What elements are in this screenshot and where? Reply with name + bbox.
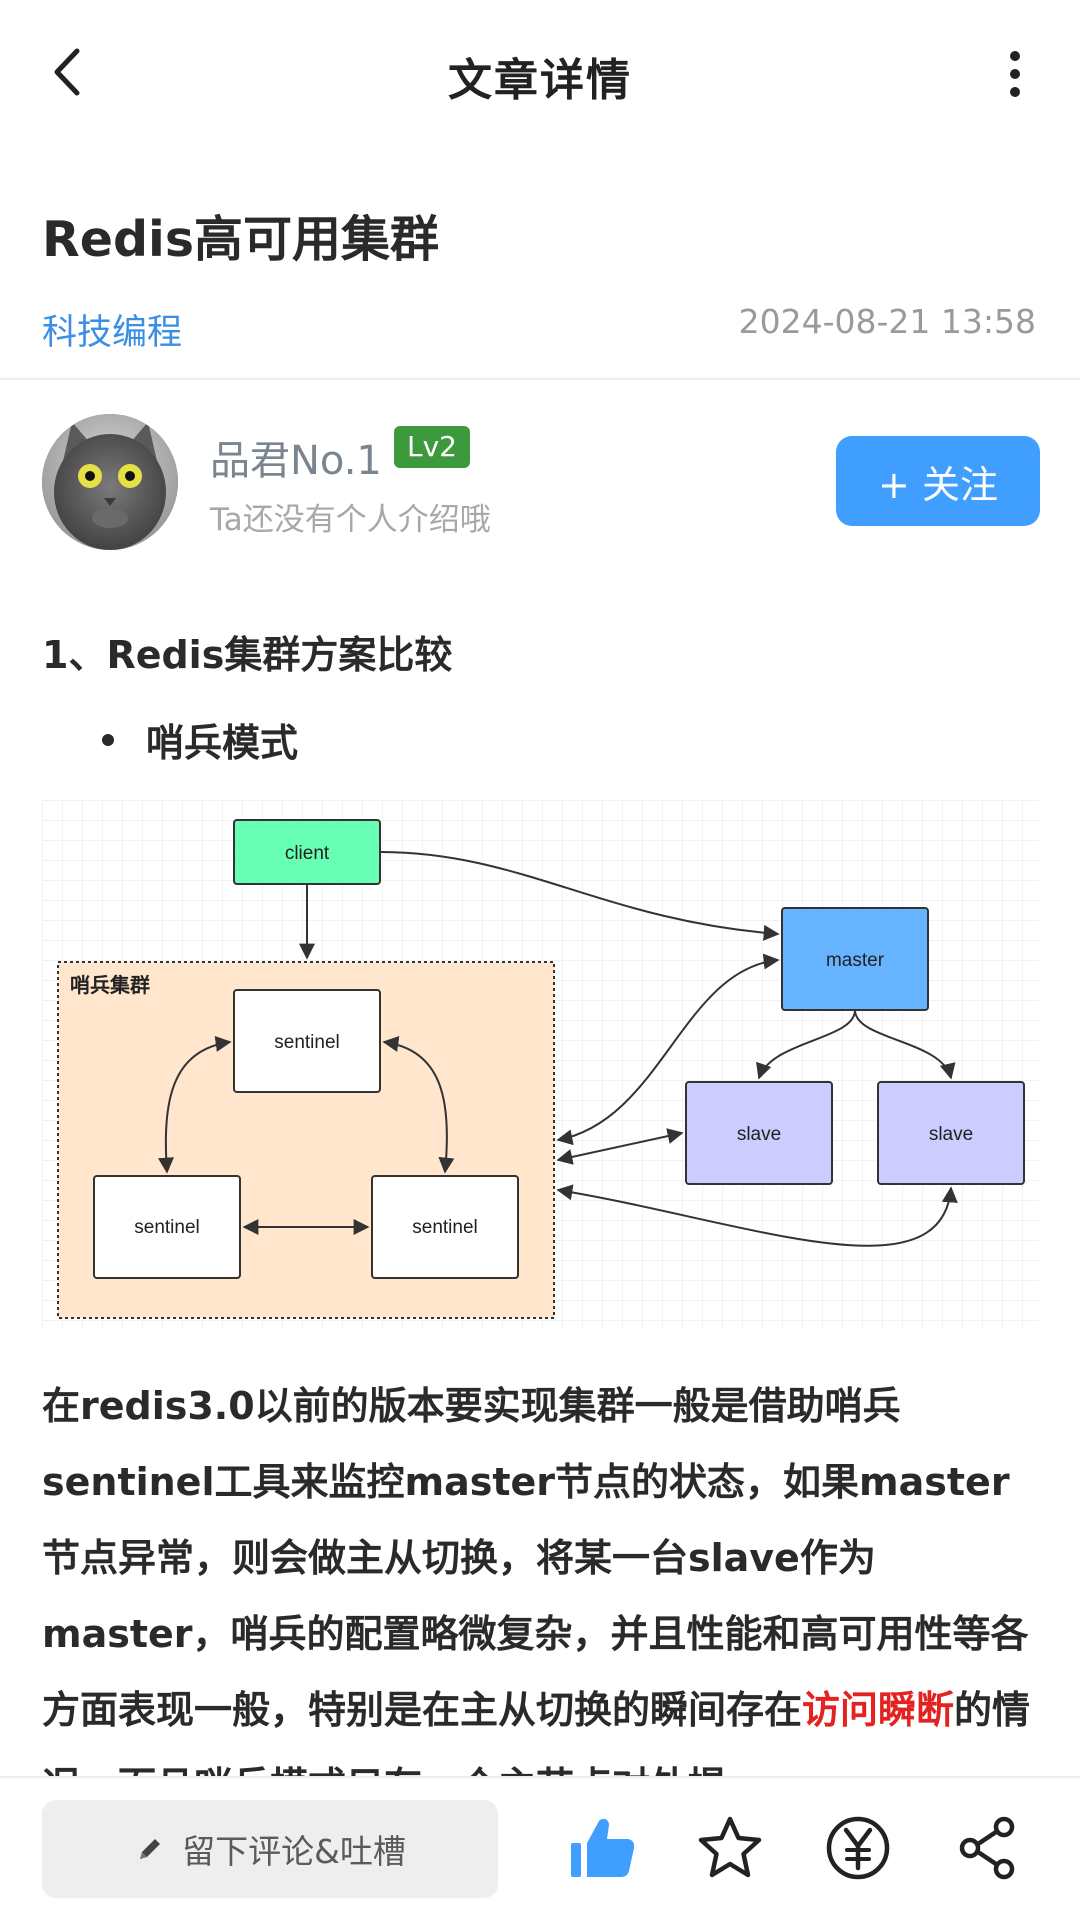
comment-input[interactable]: 留下评论&吐槽 (42, 1800, 498, 1898)
bullet-text: 哨兵模式 (146, 721, 299, 765)
sentinel-top-right-arrow (382, 1036, 455, 1174)
chevron-left-icon (54, 48, 80, 96)
more-vertical-icon (1010, 51, 1020, 61)
favorite-button[interactable] (690, 1808, 770, 1888)
master-label: master (826, 950, 885, 971)
more-options-button[interactable] (990, 44, 1040, 104)
article-paragraph: 在redis3.0以前的版本要实现集群一般是借助哨兵sentinel工具来监控m… (42, 1368, 1042, 1778)
top-bar: 文章详情 (0, 0, 1080, 150)
thumbs-up-icon (571, 1818, 635, 1877)
yen-coin-icon (826, 1816, 890, 1880)
client-to-master-arrow (379, 851, 780, 941)
cluster-master-arrow (556, 953, 780, 1146)
divider (0, 378, 1080, 380)
author-avatar[interactable] (42, 414, 178, 550)
article-date: 2024-08-21 13:58 (738, 302, 1036, 341)
master-slave1-arrow (756, 1009, 856, 1080)
cluster-slave2-arrow (556, 1184, 958, 1247)
paragraph-text-continued: 的情况，而且哨兵模式只有一个主节点对外提 (42, 1688, 1031, 1778)
sentinel-left-node (93, 1175, 241, 1279)
sentinel-architecture-diagram: 哨兵集群 client sentinel sentinel sentinel m… (42, 800, 1038, 1330)
share-button[interactable] (948, 1808, 1028, 1888)
cluster-label: 哨兵集群 (70, 973, 150, 997)
bullet-dot (102, 733, 114, 746)
client-label: client (285, 843, 330, 864)
author-bio: Ta还没有个人介绍哦 (210, 502, 491, 538)
slave-1-label: slave (737, 1124, 781, 1145)
slave-2-label: slave (929, 1124, 973, 1145)
sentinel-top-node (233, 989, 381, 1093)
section-heading: 1、Redis集群方案比较 (42, 633, 453, 677)
master-slave2-arrow (854, 1009, 956, 1080)
cat-avatar-image (42, 414, 178, 550)
reward-button[interactable] (818, 1808, 898, 1888)
article-title: Redis高可用集群 (42, 211, 440, 268)
bullet-item: 哨兵模式 (102, 712, 298, 767)
slave-node-2 (877, 1081, 1025, 1185)
author-name[interactable]: 品君No.1 (210, 438, 382, 484)
highlighted-text: 访问瞬断 (802, 1688, 955, 1732)
pencil-icon (140, 1839, 161, 1859)
share-icon (959, 1816, 1015, 1880)
star-icon (698, 1816, 762, 1878)
sentinel-right-node (371, 1175, 519, 1279)
level-badge: Lv2 (394, 426, 470, 468)
back-button[interactable] (38, 40, 94, 104)
sentinel-right-label: sentinel (412, 1217, 478, 1238)
cluster-slave1-arrow (556, 1128, 684, 1165)
sentinel-top-label: sentinel (274, 1032, 340, 1053)
follow-button[interactable]: + 关注 (836, 436, 1040, 526)
sentinel-left-label: sentinel (134, 1217, 200, 1238)
page-title: 文章详情 (448, 55, 632, 106)
comment-placeholder: 留下评论&吐槽 (182, 1832, 406, 1871)
sentinel-top-left-arrow (158, 1036, 232, 1174)
like-button[interactable] (562, 1808, 642, 1888)
bottom-action-bar: 留下评论&吐槽 (0, 1776, 1080, 1920)
article-category-link[interactable]: 科技编程 (42, 313, 183, 353)
paragraph-text: 在redis3.0以前的版本要实现集群一般是借助哨兵sentinel工具来监控m… (42, 1384, 1029, 1732)
